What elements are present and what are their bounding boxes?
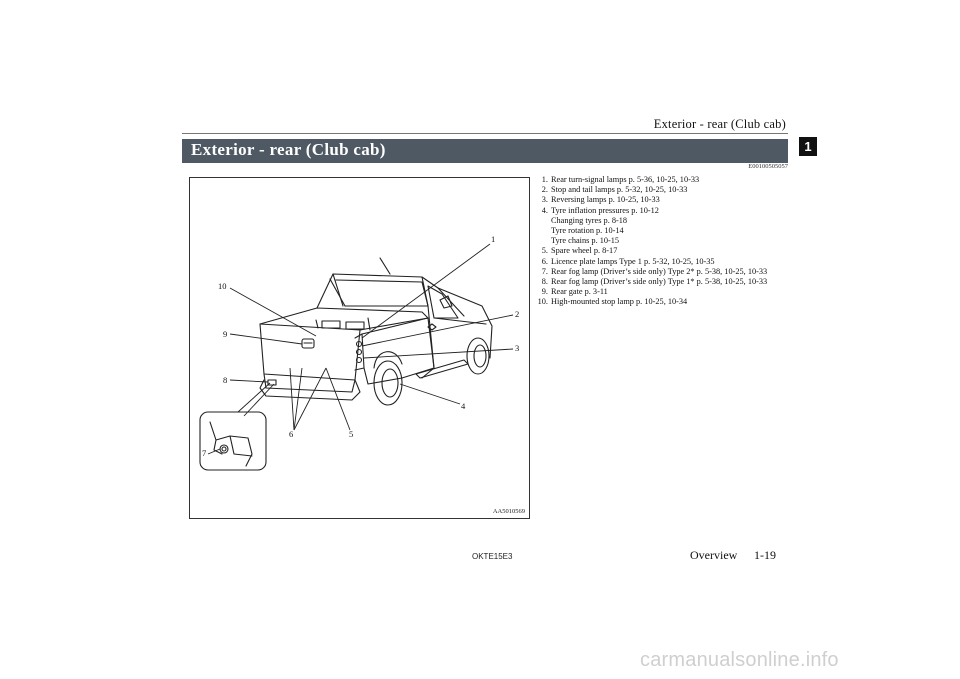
list-item: 10.High-mounted stop lamp p. 10-25, 10-3… [537,297,688,307]
section-code: E00100505057 [748,163,788,170]
list-subitem: Changing tyres p. 8-18 [551,215,628,225]
watermark: carmanualsonline.info [640,649,839,671]
list-item: 8.Rear fog lamp (Driver’s side only) Typ… [541,277,768,287]
list-item: 2.Stop and tail lamps p. 5-32, 10-25, 10… [541,185,688,195]
section-title: Exterior - rear (Club cab) [191,140,386,159]
callout-9: 9 [223,329,228,339]
list-item: 7.Rear fog lamp (Driver’s side only) Typ… [541,266,768,276]
list-subitem: Tyre rotation p. 10-14 [551,226,624,236]
callout-legend-list: 1.Rear turn-signal lamps p. 5-36, 10-25,… [536,175,796,308]
page-number: 1-19 [754,548,776,562]
list-subitem: Tyre chains p. 10-15 [551,236,620,246]
running-header: Exterior - rear (Club cab) [653,117,786,131]
list-item: 5.Spare wheel p. 8-17 [541,246,618,256]
callout-10: 10 [218,281,227,291]
callout-1: 1 [491,234,496,244]
list-item: 6.Licence plate lamps Type 1 p. 5-32, 10… [541,256,715,266]
callout-6: 6 [289,429,294,439]
footer-doc-code: OKTE15E3 [472,552,513,561]
callout-8: 8 [223,375,228,385]
pickup-truck-illustration [199,243,514,471]
callout-4: 4 [461,401,466,411]
callout-7: 7 [202,448,207,458]
list-item: 9.Rear gate p. 3-11 [541,287,608,297]
callout-3: 3 [515,343,520,353]
header-rule [182,133,788,134]
footer-section-name: Overview [690,548,738,562]
callout-2: 2 [515,309,520,319]
callout-5: 5 [349,429,354,439]
vehicle-rear-figure: 1 2 3 4 5 6 7 8 9 10 AA5010569 [189,177,530,519]
list-item: 4.Tyre inflation pressures p. 10-12 [541,205,659,215]
list-item: 1.Rear turn-signal lamps p. 5-36, 10-25,… [541,175,700,184]
section-title-bar: Exterior - rear (Club cab) [182,139,788,163]
list-item: 3.Reversing lamps p. 10-25, 10-33 [541,195,660,205]
figure-code: AA5010569 [492,508,525,515]
chapter-tab: 1 [799,137,817,156]
